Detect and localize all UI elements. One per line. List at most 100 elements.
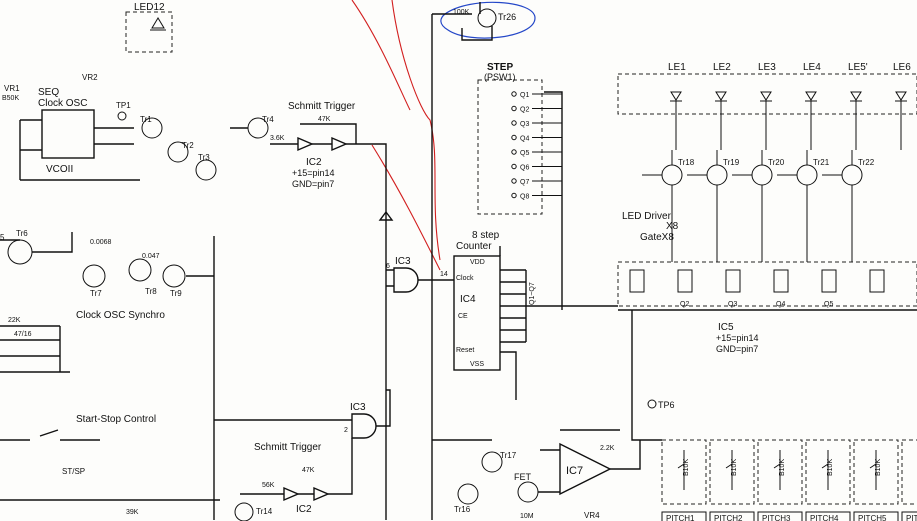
driver-transistor [706,164,728,186]
tr26-label: Tr26 [498,12,516,22]
tr16-label: Tr16 [454,505,471,514]
tr3-label: Tr3 [198,153,210,162]
led-row-box [617,73,917,115]
step-contact [511,178,517,184]
driver-transistor [751,164,773,186]
step-q-label: Q6 [520,165,529,172]
led-icon [670,91,682,150]
ic4-label: IC4 [460,294,476,305]
led-icon [850,91,862,150]
tr8-transistor [128,258,152,282]
ic3-upper-label: IC3 [395,256,411,267]
ic2-bottom-label: IC2 [296,504,312,515]
step-q-label: Q5 [520,150,529,157]
driver-transistor-label: Tr18 [678,158,695,167]
pitch-tab-label: PITCH6 [906,514,917,521]
pot-icon [773,450,781,490]
vdd-label: VDD [470,259,485,266]
step-title: STEP [487,62,513,73]
step-contact [511,134,517,141]
ic4-step-label: 8 step [472,230,500,241]
schmitt-trigger-top-label: Schmitt Trigger [288,101,356,112]
led-driver-label: LED Driver [622,211,672,222]
vco-label: VCOII [46,164,73,175]
tr9-transistor [162,264,186,288]
pot-icon [677,450,685,490]
tr1-transistor [141,117,163,139]
step-contact [511,120,517,126]
ic3-pin6: 6 [386,263,390,270]
tr26-transistor [477,8,497,28]
tp6-point [647,399,657,409]
tr1-label: Tr1 [140,115,152,124]
tr2-label: Tr2 [182,141,194,150]
pitch-tab [661,511,707,521]
r36k-label: 3.6K [270,135,285,142]
ic5-gate [773,269,789,293]
gate-q-label: Q4 [776,301,785,308]
ic7-opamp [559,442,612,496]
tr26-resistor-label: 100K [453,9,470,16]
clock-osc-synchro-label: Clock OSC Synchro [76,310,165,321]
pot-icon [725,450,733,490]
pitch-pot-box [757,439,803,505]
c-value-a: 0.0068 [90,239,112,246]
r39k-label: 39K [126,509,139,516]
gate-q-label: Q2 [680,301,689,308]
blue-annotation [440,1,536,39]
r-47-16: 47/16 [14,331,32,338]
tr4-label: Tr4 [262,115,274,124]
pitch-pot-box [853,439,899,505]
led-icon [715,91,727,150]
driver-transistor-label: Tr22 [858,158,875,167]
ic4-counter-label: Counter [456,241,492,252]
b10k-label: B10K [875,459,882,476]
b10k-label: B10K [731,459,738,476]
tr7-transistor [82,264,106,288]
pitch-pot-box [661,439,707,505]
driver-transistor [796,164,818,186]
pitch-tab-label: PITCH2 [714,514,743,521]
ic3-pin2: 2 [344,427,348,434]
step-q-label: Q7 [520,179,529,186]
ic5-gate [869,269,885,293]
pitch-pot-box [901,439,917,505]
le-label: LE2 [713,62,731,73]
step-q-label: Q8 [520,194,529,201]
ic5-gate [821,269,837,293]
tr7-label: Tr7 [90,289,102,298]
pot-icon [821,450,829,490]
ic7-label: IC7 [566,465,583,477]
start-stop-label: Start-Stop Control [76,414,156,425]
st-sp-label: ST/SP [62,467,85,476]
tr14-label: Tr14 [256,507,273,516]
b10k-label: B10K [827,459,834,476]
vr4-label: VR4 [584,511,600,520]
clock-osc-label: Clock OSC [38,98,87,109]
fet-transistor [517,481,539,503]
r22k-left: 22K [8,317,21,324]
gate-x8-label: GateX8 [640,232,674,243]
tr16-transistor [457,483,479,505]
ic5-label: IC5 [718,322,734,333]
le-label: LE5' [848,62,868,73]
q1-q7-label: Q1~Q7 [529,282,536,305]
schmitt-trigger-bottom-label: Schmitt Trigger [254,442,322,453]
pitch-tab-label: PITCH4 [810,514,839,521]
pot-icon [869,450,877,490]
driver-transistor [661,164,683,186]
c-value-b: 0.047 [142,253,160,260]
le-label: LE1 [668,62,686,73]
ic5-note2: GND=pin7 [716,344,758,354]
step-q-label: Q2 [520,107,529,114]
r22k-b-label: 2.2K [600,445,615,452]
le-label: LE4 [803,62,821,73]
ic3-gate-lower [351,413,377,439]
gate-q-label: Q3 [728,301,737,308]
step-q-label: Q1 [520,92,529,99]
